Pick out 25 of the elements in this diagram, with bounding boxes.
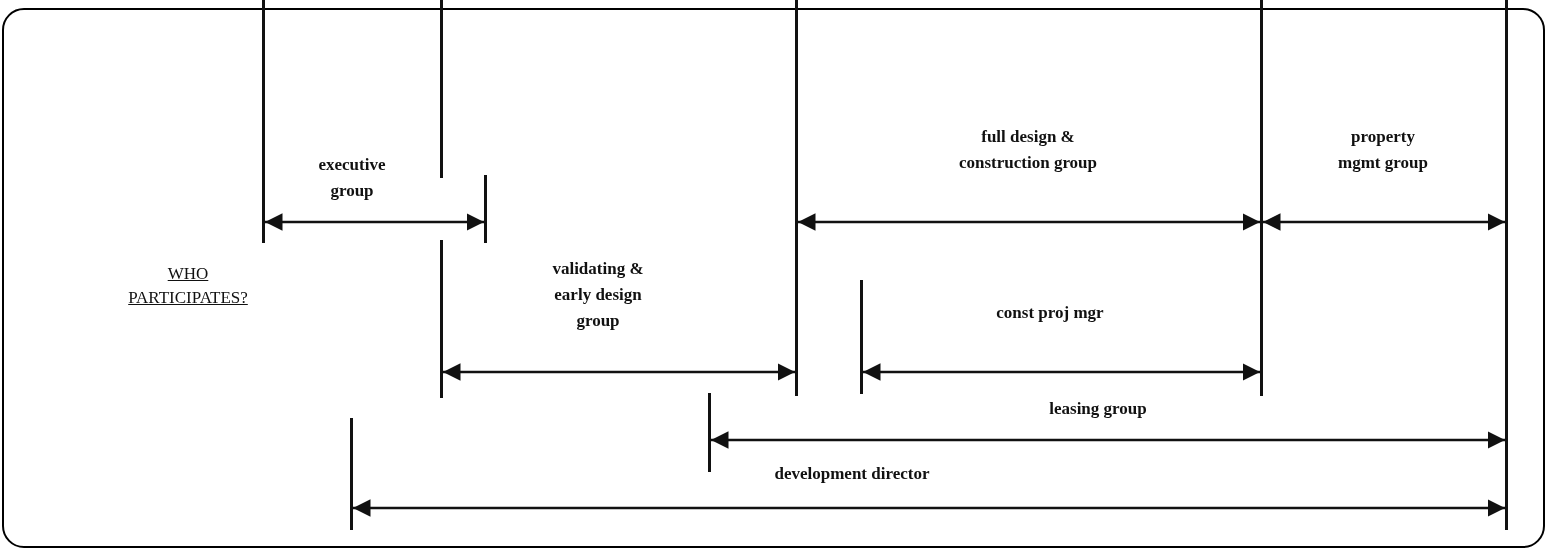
edge-label: full design & construction group bbox=[957, 126, 1099, 174]
double-arrow bbox=[265, 213, 484, 231]
edge-label: leasing group bbox=[1048, 398, 1148, 420]
vertical-bar bbox=[795, 0, 798, 396]
double-arrow bbox=[353, 499, 1505, 517]
double-arrow bbox=[443, 363, 795, 381]
vertical-bar bbox=[484, 175, 487, 243]
edge-label: validating & early design group bbox=[551, 258, 645, 332]
double-arrow bbox=[1263, 213, 1505, 231]
heading-note: WHO PARTICIPATES? bbox=[127, 263, 249, 309]
vertical-bar bbox=[708, 393, 711, 472]
vertical-bar bbox=[262, 0, 265, 243]
vertical-bar bbox=[860, 280, 863, 394]
edge-label: executive group bbox=[317, 154, 387, 202]
double-arrow bbox=[798, 213, 1260, 231]
edge-label: property mgmt group bbox=[1338, 126, 1428, 174]
edge-label: development director bbox=[773, 463, 931, 485]
vertical-bar bbox=[440, 240, 443, 398]
vertical-bar bbox=[1260, 0, 1263, 396]
double-arrow bbox=[711, 431, 1505, 449]
vertical-bar bbox=[1505, 0, 1508, 530]
edge-label: const proj mgr bbox=[995, 302, 1105, 324]
vertical-bar bbox=[350, 418, 353, 530]
double-arrow bbox=[863, 363, 1260, 381]
vertical-bar bbox=[440, 0, 443, 178]
